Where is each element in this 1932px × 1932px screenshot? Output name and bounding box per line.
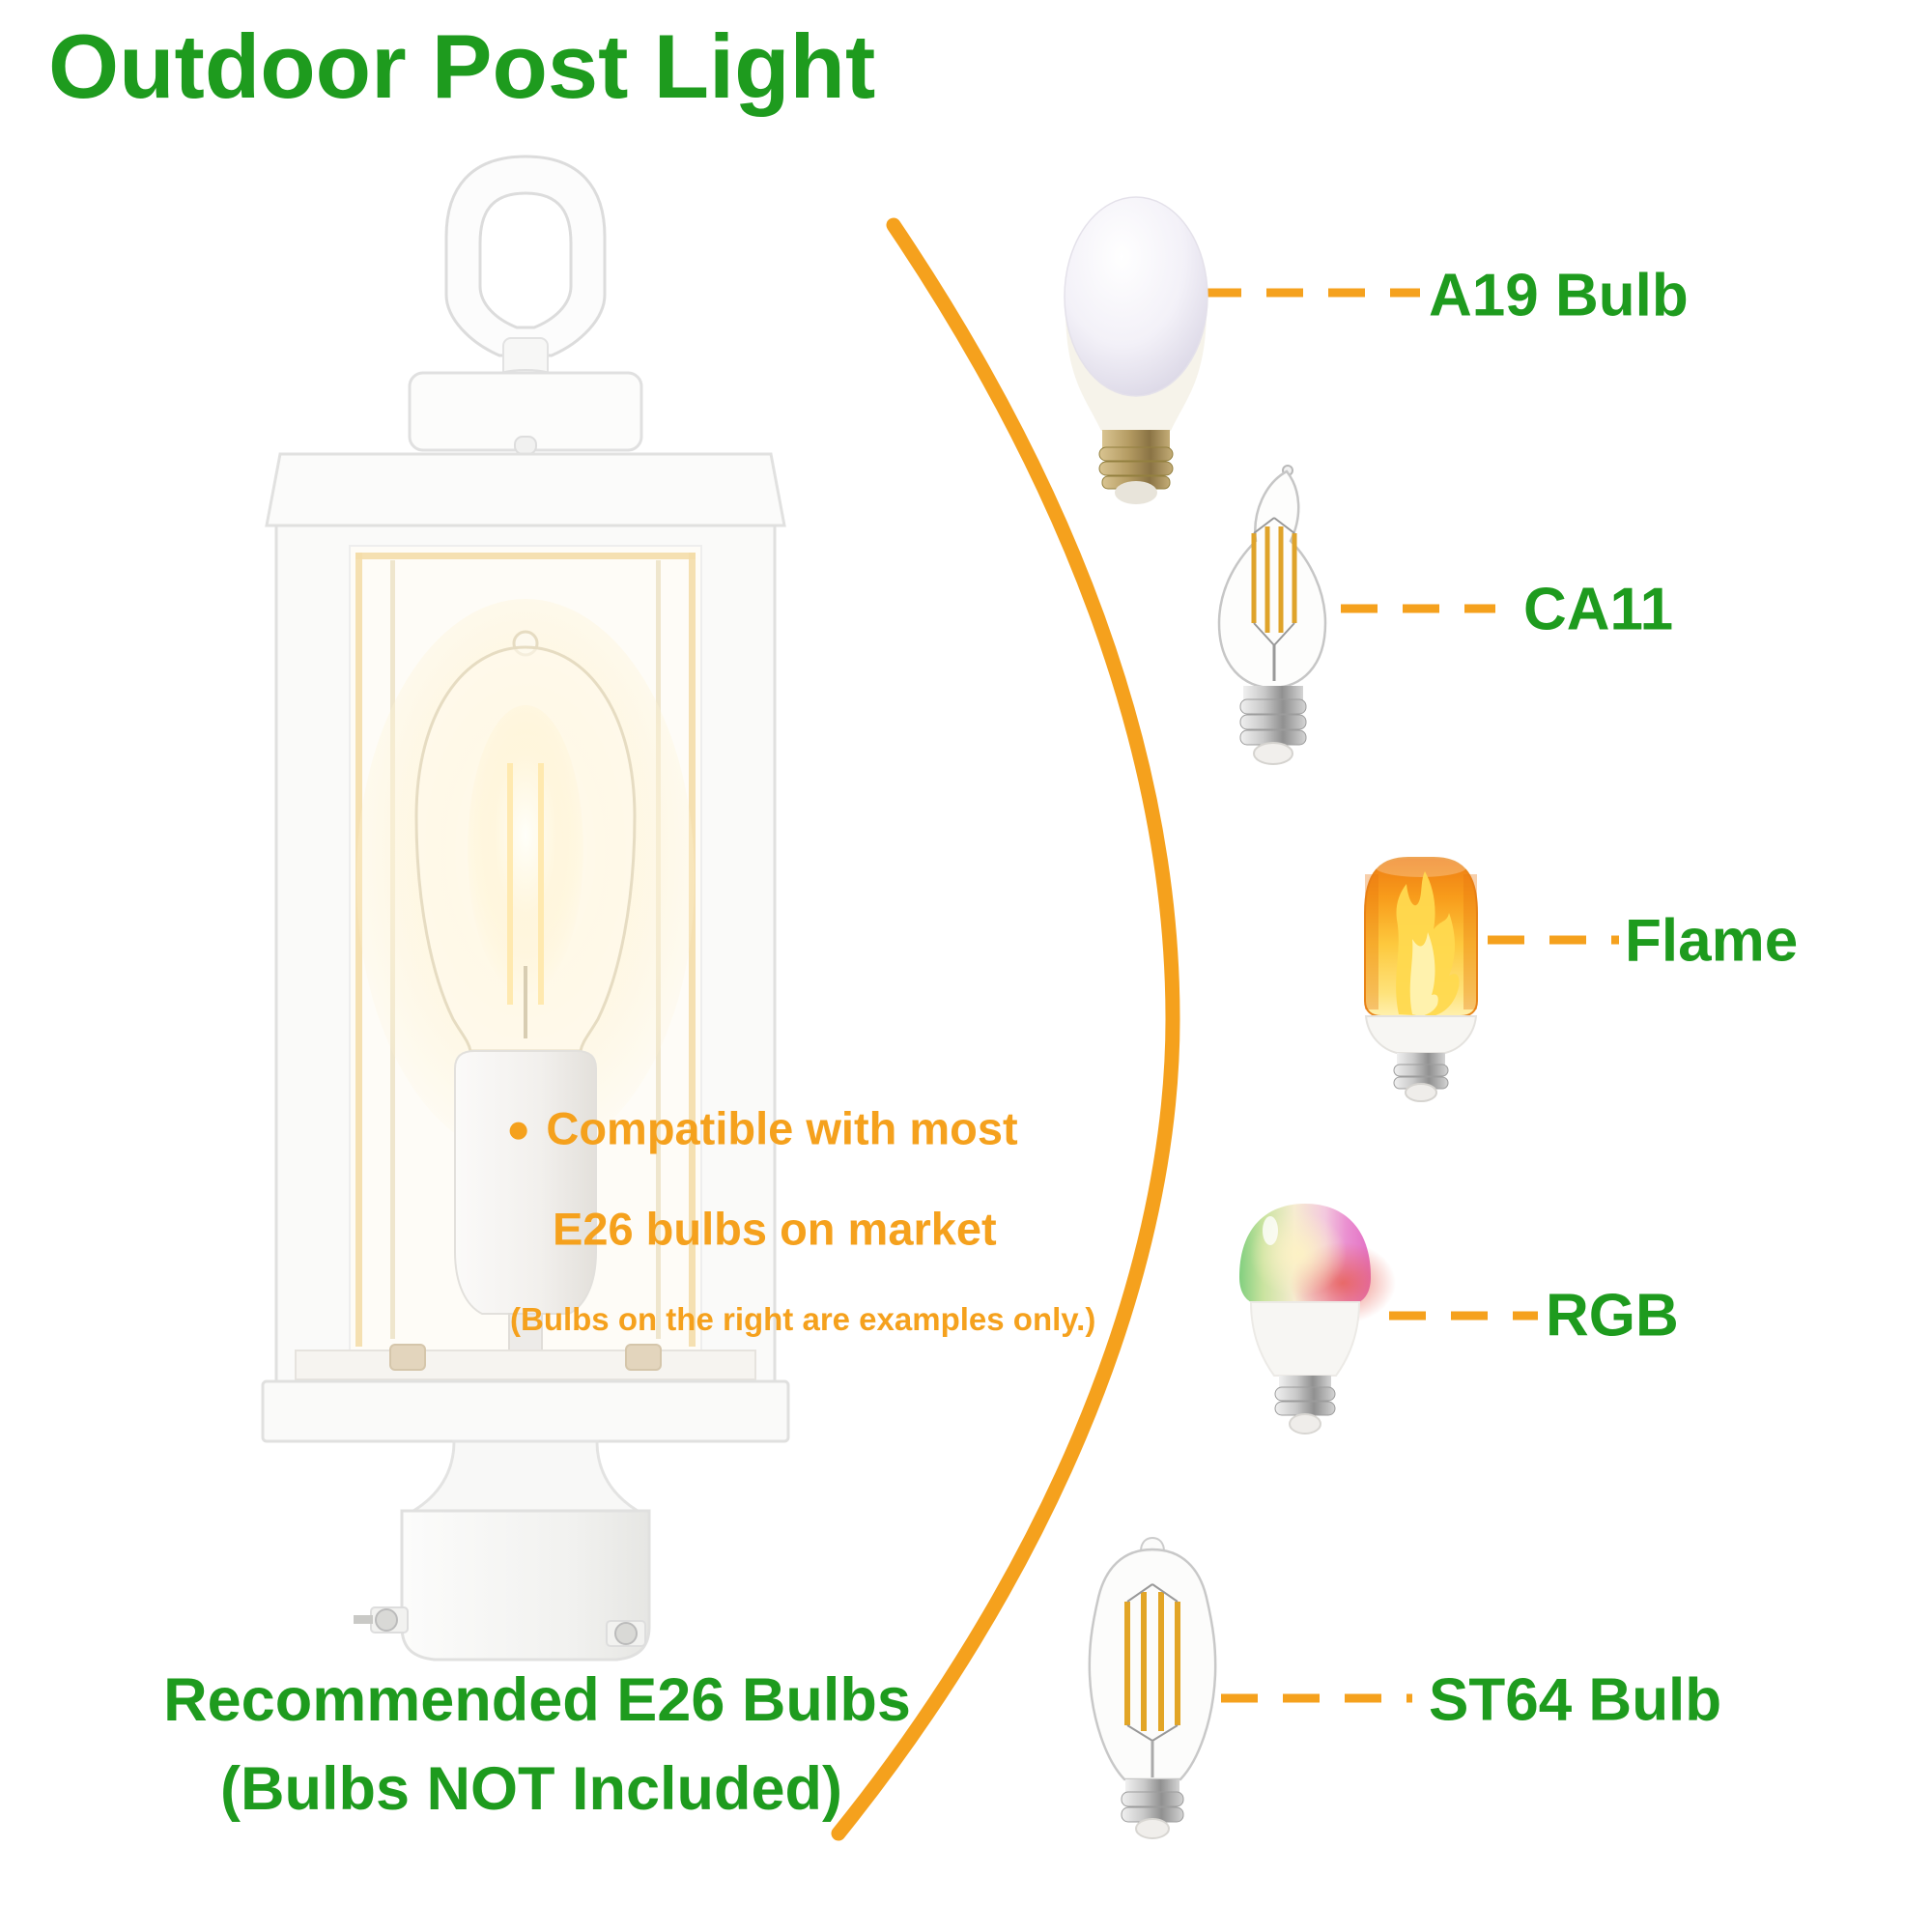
lamp-top-cap xyxy=(265,452,786,527)
compatibility-note-line3: (Bulbs on the right are examples only.) xyxy=(510,1301,1095,1338)
compatibility-note-line2: E26 bulbs on market xyxy=(553,1203,997,1256)
label-st64-bulb: ST64 Bulb xyxy=(1429,1666,1722,1734)
compatibility-note-line3-text: (Bulbs on the right are examples only.) xyxy=(510,1301,1096,1337)
compatibility-note-line1: ● Compatible with most xyxy=(506,1102,1018,1155)
page-title: Outdoor Post Light xyxy=(48,15,876,117)
bullet-icon: ● xyxy=(506,1105,531,1151)
rgb-bulb-image xyxy=(1239,1204,1396,1435)
glow-strip-left xyxy=(355,553,362,1347)
glow-strip-top xyxy=(355,553,696,559)
footer-line2: (Bulbs NOT Included) xyxy=(220,1755,842,1823)
a19-bulb-image xyxy=(1064,196,1208,504)
ca11-bulb-image xyxy=(1217,465,1327,765)
lamp-base-taper xyxy=(408,1439,643,1513)
st64-bulb-image xyxy=(1088,1536,1217,1839)
divider-curve xyxy=(831,217,1180,1841)
post-light-image xyxy=(261,155,790,1662)
label-flame-bulb: Flame xyxy=(1625,907,1799,975)
label-a19-bulb: A19 Bulb xyxy=(1429,262,1689,329)
base-screw-thread-left xyxy=(354,1615,373,1624)
edison-bulb-image xyxy=(414,630,637,1357)
finial-loop xyxy=(444,155,607,357)
label-st64-rgb-bulb: RGB xyxy=(1546,1282,1679,1350)
cap-screw xyxy=(514,436,537,455)
compatibility-note-line1-text: Compatible with most xyxy=(546,1102,1018,1154)
compatibility-note-line2-text: E26 bulbs on market xyxy=(553,1203,997,1255)
sill-clip-right xyxy=(625,1344,662,1371)
label-ca11-bulb: CA11 xyxy=(1523,576,1674,643)
lamp-socket xyxy=(454,1050,597,1315)
sill-clip-left xyxy=(389,1344,426,1371)
lamp-sill xyxy=(295,1350,756,1380)
flame-bulb-image xyxy=(1364,856,1478,1102)
lamp-bottom-band xyxy=(261,1379,790,1443)
base-screw-left xyxy=(375,1608,398,1632)
lamp-base xyxy=(400,1509,651,1662)
glow-strip-right xyxy=(689,553,696,1347)
base-screw-right xyxy=(614,1622,638,1645)
footer-line1: Recommended E26 Bulbs xyxy=(163,1666,911,1734)
